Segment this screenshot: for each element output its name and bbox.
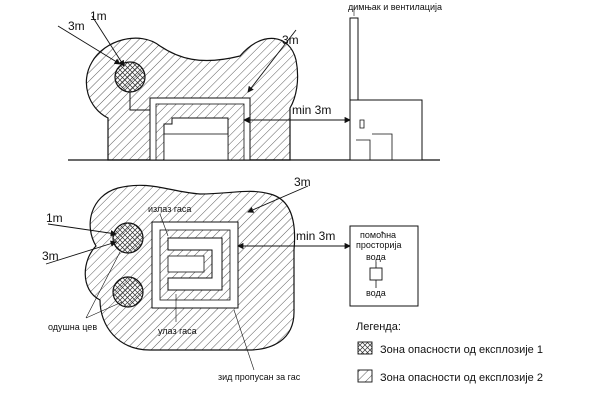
- dim-line-3m-b: [247, 29, 297, 93]
- gas-outlet-label: излаз гаса: [148, 204, 191, 214]
- legend: Легенда: Зона опасности од експлозије 1 …: [356, 321, 543, 384]
- vent-pipe-top: [129, 92, 152, 111]
- vent-pipe-leader-a: [85, 251, 121, 319]
- digester-floor-top: [163, 133, 229, 161]
- aux-interior-top: [356, 119, 393, 160]
- chimney: [349, 17, 359, 101]
- gas-wall-leader: [233, 309, 255, 371]
- dim-line-1m-b: [47, 223, 117, 237]
- digester-channel-bottom: [167, 237, 223, 291]
- digester-mid-bottom: [167, 255, 205, 273]
- legend-zone2: Зона опасности од експлозије 2: [380, 372, 543, 384]
- dim-1m-top: 1m: [90, 9, 107, 23]
- water-heater-icon: [369, 267, 383, 281]
- gas-outlet-leader: [159, 213, 169, 237]
- dim-line-1m: [91, 15, 125, 67]
- dim-1m-bottom: 1m: [46, 211, 63, 225]
- legend-zone1: Зона опасности од експлозије 1: [380, 344, 543, 356]
- dim-3m-top-bottom: 3m: [294, 175, 311, 189]
- min-distance-top: min 3m: [292, 103, 331, 117]
- legend-title: Легенда:: [356, 321, 401, 333]
- water-label-top: вода: [366, 252, 386, 262]
- gas-inlet-label: улаз гаса: [158, 326, 197, 336]
- vent-pipe-label: одушна цев: [48, 322, 97, 332]
- dim-line-3m-left-b: [45, 240, 117, 265]
- zone1-circle-bottom-a: [112, 222, 144, 254]
- dim-line-3m-a: [57, 25, 121, 65]
- zone1-circle-bottom-b: [112, 276, 144, 308]
- aux-room-line1: помоћна: [360, 230, 396, 240]
- zone1-circle-top: [114, 61, 146, 93]
- vent-pipe-leader-b: [85, 301, 123, 319]
- bottom-plan-view: 3m 1m 3m min 3m излаз гаса улаз гаса оду…: [42, 175, 419, 382]
- legend-swatch-zone2: [357, 369, 373, 383]
- min-distance-bottom: min 3m: [296, 229, 335, 243]
- dim-3m-upper-right: 3m: [282, 33, 299, 47]
- aux-room-line2: просторија: [356, 240, 401, 250]
- dim-line-3m-top-b: [247, 185, 309, 213]
- dim-3m-left-bottom: 3m: [42, 249, 59, 263]
- dim-3m-upper-left: 3m: [68, 19, 85, 33]
- water-label-bottom: вода: [366, 288, 386, 298]
- top-section-view: 3m 1m 3m min 3m димњак и вентилација: [57, 2, 442, 161]
- legend-swatch-zone1: [357, 341, 373, 355]
- gas-wall-label: зид пропусан за гас: [218, 372, 301, 382]
- aux-building-top: [349, 99, 423, 161]
- chimney-label: димњак и вентилација: [348, 2, 442, 12]
- aux-room: [349, 225, 419, 307]
